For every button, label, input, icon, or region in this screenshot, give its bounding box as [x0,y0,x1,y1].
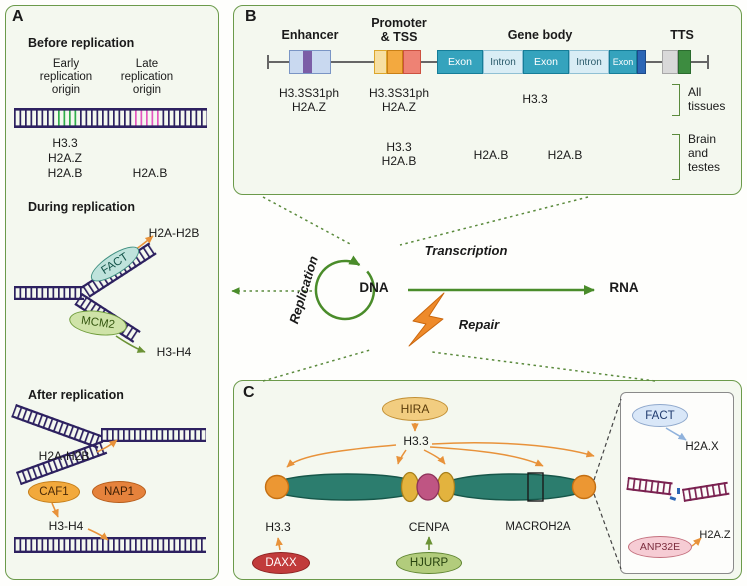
h2a-h2b-label-during: H2A-H2B [148,226,200,240]
panel-b [233,5,742,195]
panel-c-label: C [243,384,255,401]
all-tissues-label: All tissues [688,85,726,113]
caf1-protein: CAF1 [28,481,80,503]
enhancer-label: Enhancer [281,28,339,42]
tts-green-box [678,50,691,74]
dna-label: DNA [359,280,389,295]
hira-protein: HIRA [382,397,448,421]
h3-h4-label-during: H3-H4 [156,345,192,359]
nap1-protein: NAP1 [92,481,146,503]
histones-genebody-brain-1: H2A.B [473,148,509,162]
histones-genebody-brain-2: H2A.B [547,148,583,162]
cenpa-label: CENPA [408,520,450,534]
brain-testes-label: Brain and testes [688,132,721,174]
promoter-box-orange [387,50,403,74]
late-origin-label: Late replication origin [120,58,174,96]
h2ax-label: H2A.X [685,441,719,453]
panel-a-label: A [12,8,24,25]
hjurp-protein: HJURP [396,552,462,574]
h33-label-telomere: H3.3 [265,520,291,534]
macroh2a-label: MACROH2A [505,521,571,533]
h2az-label: H2A.Z [699,529,731,541]
enhancer-stripe [303,51,312,73]
histones-promoter-brain: H3.3 H2A.B [381,140,417,168]
h3-h4-label-after: H3-H4 [48,519,84,533]
panel-b-label: B [245,8,257,25]
early-origin-label: Early replication origin [39,58,93,96]
gene-line-right-tick [707,55,709,69]
anp32e-protein: ANP32E [628,536,692,558]
transcription-label: Transcription [424,243,508,258]
gene-line-left-tick [267,55,269,69]
exon2-box: Exon [523,50,569,74]
utr-box [637,50,646,74]
intron2-box: Intron [569,50,609,74]
repair-label: Repair [458,317,500,332]
tts-gray-box [662,50,678,74]
daxx-protein: DAXX [252,552,310,574]
h2a-h2b-label-after: H2A-H2B [38,449,90,463]
gene-body-label: Gene body [507,28,573,42]
histones-genebody-all: H3.3 [522,92,548,106]
rna-label: RNA [609,280,639,295]
histones-promoter-all: H3.3S31ph H2A.Z [368,86,430,114]
promoter-box-yellow [374,50,387,74]
after-replication-title: After replication [28,388,124,402]
origin-histones-left: H3.3 H2A.Z H2A.B [47,136,83,180]
promoter-tss-label: Promoter & TSS [371,16,427,44]
histones-enhancer: H3.3S31ph H2A.Z [278,86,340,114]
fact-protein-inset: FACT [632,404,688,427]
before-replication-title: Before replication [28,36,135,50]
promoter-box-red [403,50,421,74]
all-tissues-bracket [672,84,680,116]
tts-label: TTS [670,28,694,42]
lightning-bolt-icon [408,292,445,347]
exon3-box: Exon [609,50,637,74]
during-replication-title: During replication [28,200,135,214]
h33-label-top: H3.3 [403,434,429,448]
intron1-box: Intron [483,50,523,74]
enhancer-box [289,50,331,74]
origin-histone-right: H2A.B [132,166,168,180]
replication-label: Replication [286,254,321,326]
brain-testes-bracket [672,134,680,180]
exon1-box: Exon [437,50,483,74]
